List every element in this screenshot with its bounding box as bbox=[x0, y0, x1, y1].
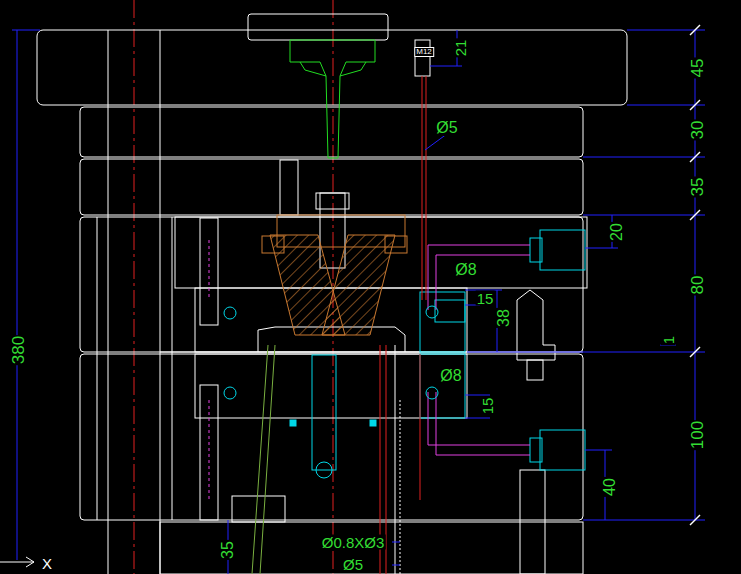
dimension-label: 40 bbox=[602, 477, 618, 497]
dimension-label: 35 bbox=[220, 540, 236, 560]
thread-tag: M12 bbox=[414, 47, 434, 57]
dimension-label: Ø8 bbox=[439, 368, 462, 384]
dimension-label: 21 bbox=[453, 39, 468, 58]
dimension-label: 38 bbox=[496, 308, 512, 328]
axis-label: X bbox=[41, 556, 53, 571]
dimension-label: 45 bbox=[689, 58, 706, 79]
dimension-label: 15 bbox=[480, 397, 495, 416]
dimension-label: Ø5 bbox=[435, 120, 458, 136]
dimension-label: Ø8 bbox=[454, 262, 477, 278]
dimension-label: 15 bbox=[476, 291, 495, 306]
dimension-label: 35 bbox=[689, 177, 706, 198]
dimension-label: Ø5 bbox=[342, 557, 364, 572]
dimension-label: 20 bbox=[609, 222, 625, 242]
dimension-label: 1 bbox=[661, 335, 676, 345]
dimension-label: 380 bbox=[10, 335, 27, 365]
dimension-label: 30 bbox=[689, 120, 706, 141]
dimension-label: 100 bbox=[689, 420, 706, 450]
dimension-label: 80 bbox=[689, 275, 706, 296]
dimension-label: Ø0.8XØ3 bbox=[321, 535, 386, 550]
